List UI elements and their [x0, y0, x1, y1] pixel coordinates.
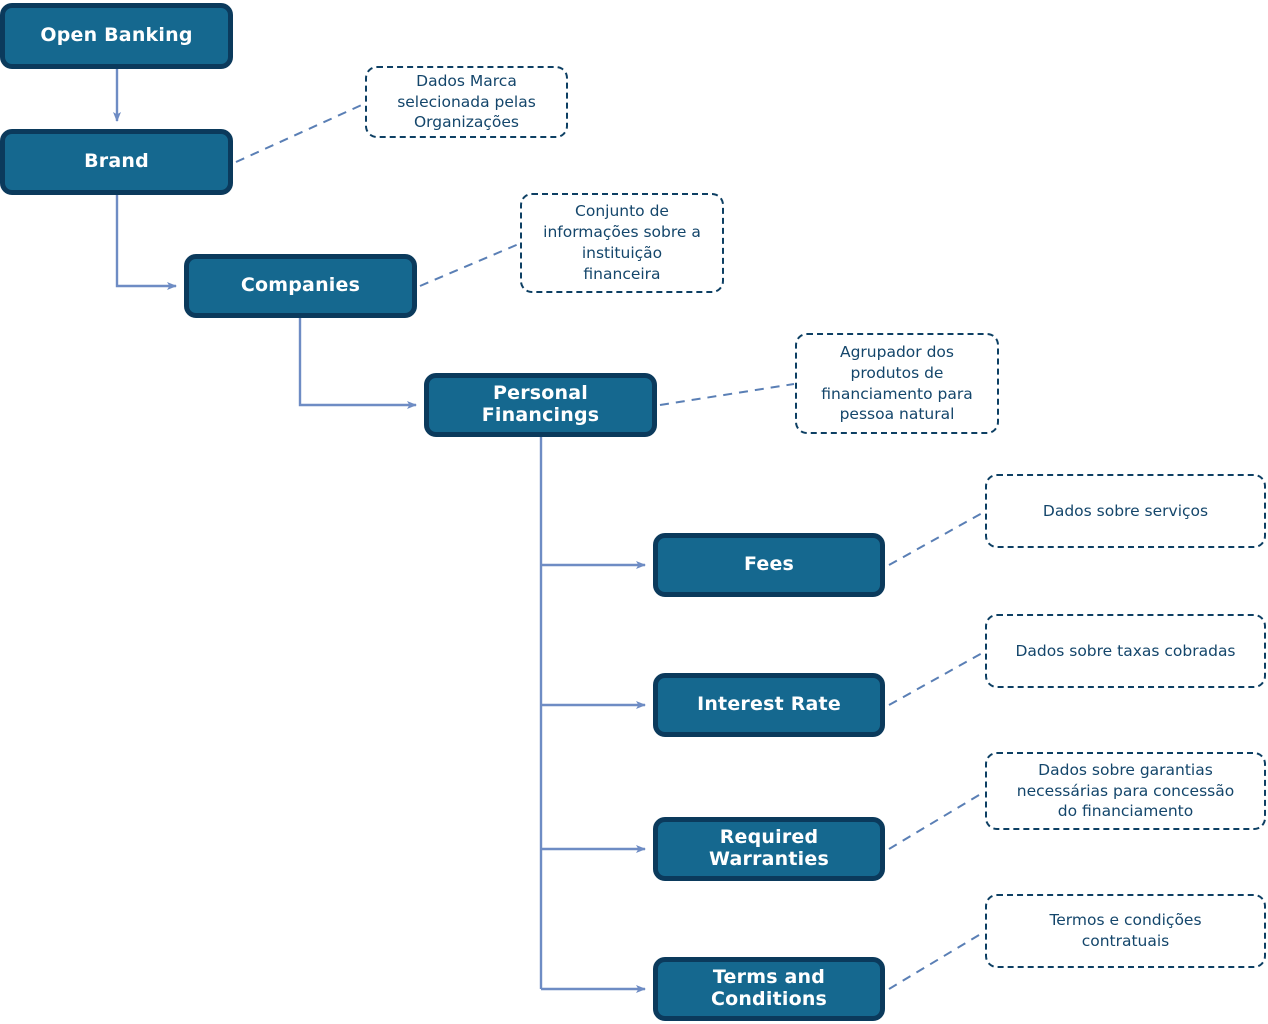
note-fees-text: Dados sobre serviços: [1042, 501, 1209, 520]
connector-personal-financings-trunk: [539, 437, 646, 993]
note-link-terms-and-conditions: [888, 931, 985, 990]
note-link-brand: [235, 102, 367, 163]
note-link-personal-financings: [659, 383, 795, 406]
note-companies-text: Conjunto de informações sobre a institui…: [543, 202, 701, 283]
node-required-warranties[interactable]: Required Warranties: [653, 817, 885, 881]
node-brand-label: Brand: [84, 150, 149, 173]
note-personal-financings: Agrupador dos produtos de financiamento …: [795, 333, 999, 434]
node-open-banking[interactable]: Open Banking: [0, 3, 233, 69]
node-companies[interactable]: Companies: [184, 254, 417, 318]
node-fees-label: Fees: [743, 553, 795, 576]
node-interest-rate-label: Interest Rate: [697, 693, 841, 716]
node-required-warranties-label: Required Warranties: [709, 826, 829, 870]
node-personal-financings[interactable]: Personal Financings: [424, 373, 657, 437]
note-link-required-warranties: [888, 791, 985, 850]
connector-brand-to-companies: [115, 195, 177, 290]
note-interest-rate: Dados sobre taxas cobradas: [985, 614, 1266, 688]
note-fees: Dados sobre serviços: [985, 474, 1266, 548]
node-fees[interactable]: Fees: [653, 533, 885, 597]
note-link-fees: [888, 511, 985, 566]
note-brand-text: Dados Marca selecionada pelas Organizaçõ…: [397, 71, 536, 132]
node-open-banking-label: Open Banking: [40, 24, 193, 47]
note-link-companies: [419, 242, 522, 287]
note-companies: Conjunto de informações sobre a institui…: [520, 193, 724, 293]
node-interest-rate[interactable]: Interest Rate: [653, 673, 885, 737]
note-personal-financings-text: Agrupador dos produtos de financiamento …: [821, 342, 973, 424]
node-terms-and-conditions-label: Terms and Conditions: [710, 966, 828, 1010]
node-terms-and-conditions[interactable]: Terms and Conditions: [653, 957, 885, 1021]
node-companies-label: Companies: [240, 274, 361, 297]
note-required-warranties-text: Dados sobre garantias necessárias para c…: [1016, 760, 1235, 821]
note-interest-rate-text: Dados sobre taxas cobradas: [1015, 641, 1236, 660]
connector-companies-to-personal-financings: [298, 318, 417, 409]
note-terms-and-conditions: Termos e condições contratuais: [985, 894, 1266, 968]
node-personal-financings-label: Personal Financings: [481, 382, 600, 426]
note-link-interest-rate: [888, 651, 985, 706]
node-brand[interactable]: Brand: [0, 129, 233, 195]
note-terms-and-conditions-text: Termos e condições contratuais: [1049, 911, 1202, 950]
note-required-warranties: Dados sobre garantias necessárias para c…: [985, 752, 1266, 830]
note-brand: Dados Marca selecionada pelas Organizaçõ…: [365, 66, 568, 138]
